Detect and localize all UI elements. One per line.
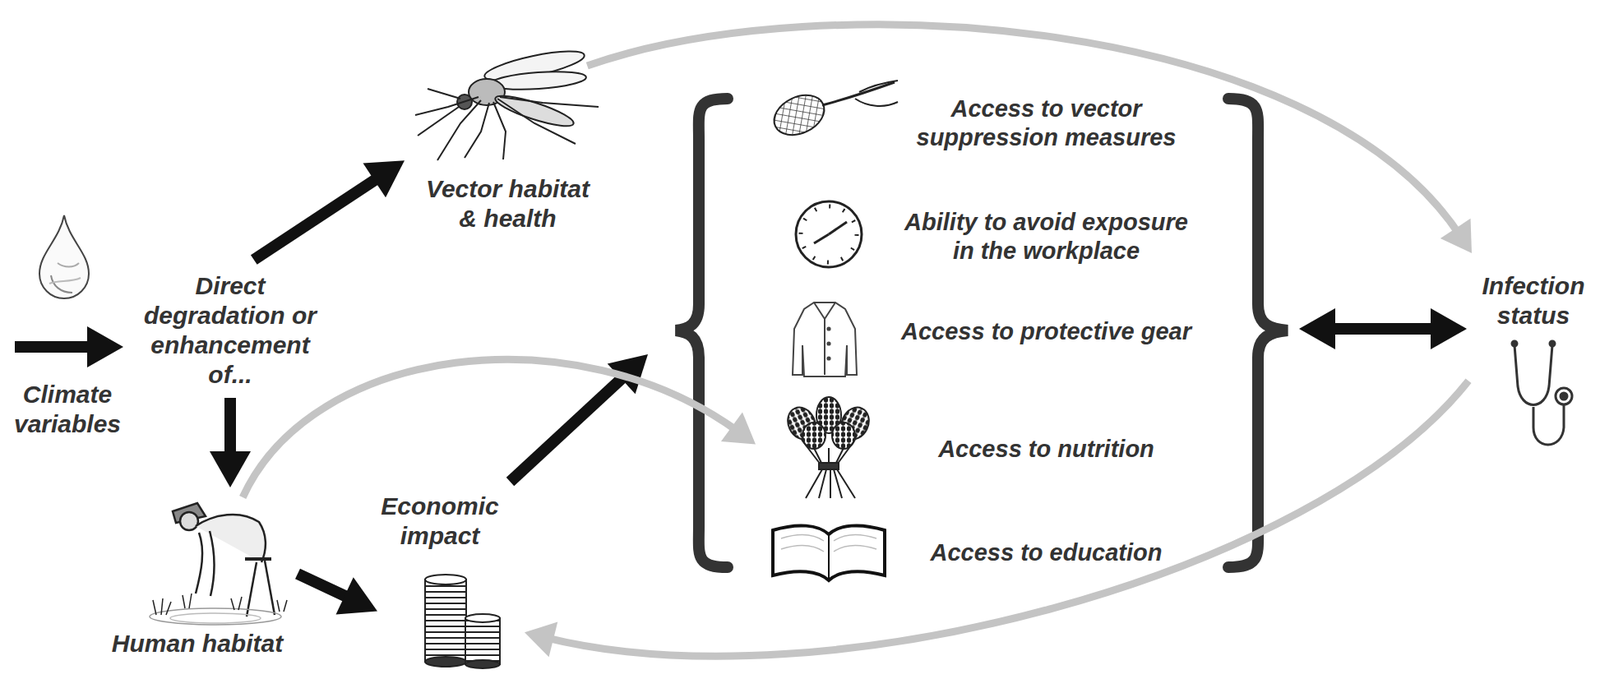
arrow-head (336, 577, 378, 615)
clock-icon (795, 201, 862, 268)
farmer-icon (149, 503, 287, 625)
arrow-head (1430, 308, 1467, 350)
droplet-icon (39, 215, 89, 299)
node-text: Economic impact (361, 491, 518, 551)
node-text: Climate variables (1, 379, 134, 440)
arrow-head (1440, 218, 1472, 254)
wheat-icon (782, 397, 874, 499)
causal-arrow (209, 397, 251, 488)
arrow-head (1299, 308, 1336, 350)
node-text: Access to protective gear (901, 317, 1192, 347)
arrow-head (363, 160, 405, 198)
factor-label: Climate variables (1, 379, 134, 440)
node-text: Human habitat (98, 628, 296, 659)
arrow-shaft (587, 24, 1461, 236)
node-text: Access to nutrition (938, 434, 1155, 464)
access-item: Ability to avoid exposure in the workpla… (760, 191, 1221, 283)
bracket-group: Access to vector suppression measuresAbi… (657, 73, 1308, 584)
access-item: Access to vector suppression measures (760, 78, 1221, 169)
book-icon (772, 525, 885, 581)
causal-arrow (254, 160, 405, 260)
habitat-node: Human habitat (98, 489, 296, 659)
feedback-arrow (524, 380, 1469, 657)
causal-arrow (14, 326, 124, 368)
arrow-shaft (242, 359, 739, 498)
feedback-arrow (242, 359, 756, 498)
node-text: Vector habitat & health (419, 174, 597, 234)
access-item: Access to nutrition (760, 403, 1221, 495)
node-text: Access to education (929, 538, 1162, 568)
mosquito-icon (415, 45, 599, 161)
shirt-icon (792, 302, 857, 377)
arrow-head (209, 451, 251, 488)
arrow-shaft (510, 371, 630, 482)
node-text: Infection status (1471, 271, 1596, 331)
curly-bracket (675, 98, 1288, 568)
access-item: Access to education (760, 507, 1221, 598)
arrow-head (721, 411, 756, 444)
arrow-shaft (544, 380, 1469, 657)
arrow-head (87, 326, 124, 368)
process-label: Direct degradation or enhancement of... (131, 271, 329, 390)
causal-arrow (297, 573, 378, 615)
node-text: Direct degradation or enhancement of... (131, 271, 329, 390)
coins-icon (425, 574, 500, 669)
arrow-shaft (14, 341, 98, 353)
arrow-head (524, 622, 558, 658)
causal-arrow (1299, 308, 1467, 350)
economic-node: Economic impact (361, 491, 518, 668)
node-text: Access to vector suppression measures (892, 94, 1201, 153)
vector-node: Vector habitat & health (419, 50, 597, 234)
stethoscope-icon (1512, 341, 1573, 445)
arrow-shaft (254, 174, 384, 260)
access-item: Access to protective gear (760, 286, 1221, 377)
arrow-shaft (1324, 323, 1442, 335)
infection-node: Infection status (1471, 271, 1596, 454)
net-icon (767, 80, 898, 143)
node-text: Ability to avoid exposure in the workpla… (892, 208, 1201, 266)
